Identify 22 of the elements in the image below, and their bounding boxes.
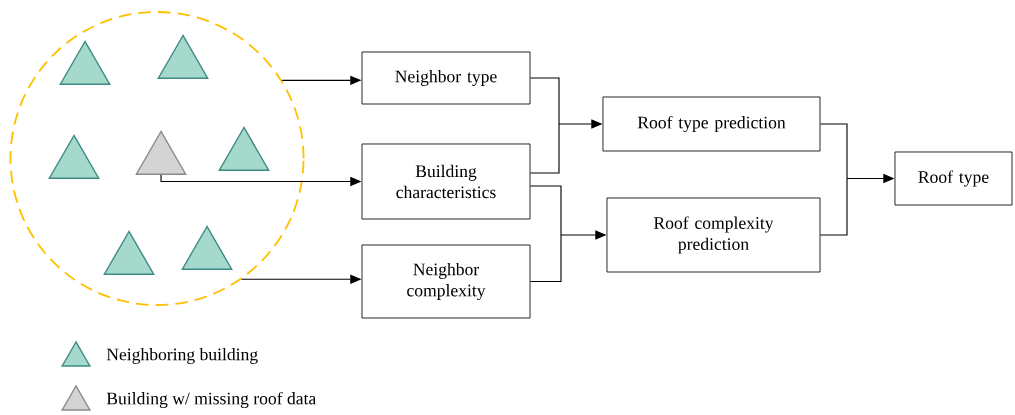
dashed-circle	[9, 11, 305, 306]
process-box: Roof complexity prediction	[606, 197, 821, 273]
building-triangle	[218, 126, 270, 171]
building-triangle	[59, 40, 111, 85]
process-box: Roof type	[894, 151, 1013, 206]
connector-line	[529, 123, 560, 174]
building-triangle	[135, 130, 187, 175]
legend-text: Building w/ missing roof data	[106, 391, 316, 409]
connector-line	[529, 77, 560, 125]
connector-line	[529, 234, 562, 283]
process-box: Roof type prediction	[602, 96, 821, 152]
building-triangle	[157, 34, 209, 79]
building-triangle	[103, 230, 155, 275]
process-box: Neighbor complexity	[361, 244, 531, 319]
connector-line	[819, 177, 848, 236]
process-box: Building characteristics	[361, 143, 531, 220]
legend-text: Neighboring building	[106, 348, 258, 364]
connector-line	[529, 185, 562, 236]
building-triangle	[48, 134, 100, 179]
building-triangle	[181, 225, 233, 270]
connector-line	[819, 123, 848, 180]
process-box: Neighbor type	[361, 51, 531, 105]
